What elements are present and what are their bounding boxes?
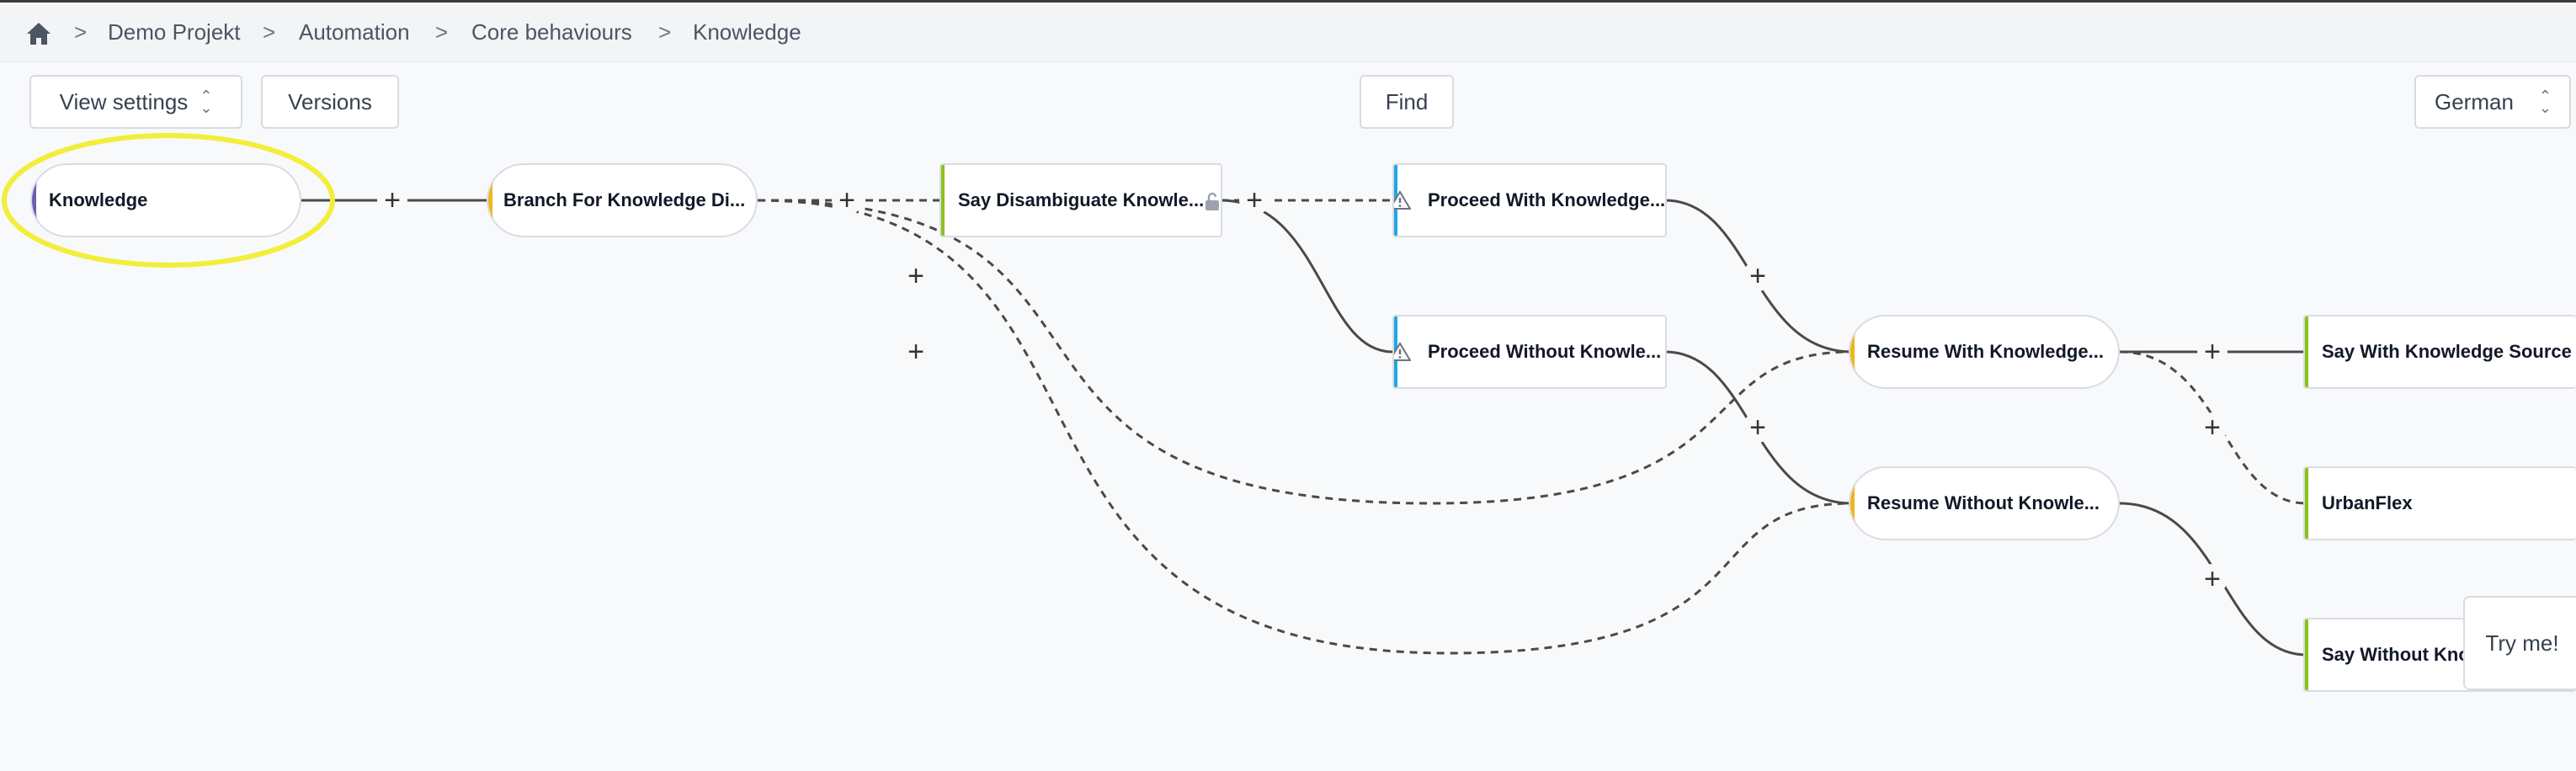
find-button[interactable]: Find (1360, 75, 1454, 129)
breadcrumb: > Demo Projekt > Automation > Core behav… (0, 3, 2576, 62)
try-me-button[interactable]: Try me! (2463, 596, 2576, 690)
flow-node-proceed-with[interactable]: Proceed With Knowledge... (1392, 163, 1667, 237)
find-label: Find (1385, 88, 1429, 114)
node-accent (2305, 619, 2308, 690)
flow-node-say-with-source[interactable]: Say With Knowledge Source (2303, 315, 2576, 389)
warning-icon (1394, 342, 1411, 361)
breadcrumb-item-current: Knowledge (693, 19, 801, 45)
node-accent (2305, 468, 2308, 539)
connector-say-proceed-without (1220, 199, 1393, 354)
flow-node-urbanflex[interactable]: UrbanFlex (2303, 466, 2576, 540)
node-label: UrbanFlex (2322, 492, 2413, 513)
breadcrumb-separator: > (74, 19, 88, 45)
breadcrumb-separator: > (263, 19, 276, 45)
add-step-button[interactable]: + (1743, 412, 1773, 443)
node-accent (941, 165, 945, 236)
language-value: German (2435, 88, 2514, 114)
node-label: Resume Without Knowle... (1867, 492, 2100, 513)
node-accent (32, 165, 56, 236)
add-step-button[interactable]: + (377, 185, 407, 215)
chevron-up-down-icon: ⌃⌄ (2538, 88, 2552, 116)
flow-node-proceed-without[interactable]: Proceed Without Knowle... (1392, 315, 1667, 389)
node-label: Proceed Without Knowle... (1428, 341, 1662, 362)
language-select[interactable]: German ⌃⌄ (2414, 75, 2571, 129)
breadcrumb-item-project[interactable]: Demo Projekt (108, 19, 241, 45)
node-label: Proceed With Knowledge... (1428, 189, 1665, 210)
warning-icon (1394, 190, 1411, 210)
add-step-button[interactable]: + (2197, 412, 2227, 443)
add-step-button[interactable]: + (1743, 261, 1773, 291)
add-step-button[interactable]: + (2197, 337, 2227, 367)
node-accent (1850, 316, 1874, 387)
add-step-button[interactable]: + (901, 337, 931, 367)
flow-node-resume-without[interactable]: Resume Without Knowle... (1849, 466, 2120, 540)
connector-branch-resume-without (757, 199, 1853, 655)
breadcrumb-item-automation[interactable]: Automation (299, 19, 410, 45)
flow-node-knowledge[interactable]: Knowledge (30, 163, 301, 237)
node-label: Branch For Knowledge Di... (503, 189, 746, 210)
chevron-up-down-icon: ⌃⌄ (200, 88, 213, 116)
home-icon[interactable] (25, 21, 52, 46)
node-label: Resume With Knowledge... (1867, 341, 2104, 362)
add-step-button[interactable]: + (832, 185, 862, 215)
versions-button[interactable]: Versions (261, 75, 399, 129)
selection-highlight (2, 133, 335, 268)
versions-label: Versions (288, 88, 372, 114)
breadcrumb-separator: > (658, 19, 672, 45)
view-settings-label: View settings (59, 88, 189, 114)
flow-node-branch[interactable]: Branch For Knowledge Di... (487, 163, 758, 237)
add-step-button[interactable]: + (1239, 185, 1269, 215)
breadcrumb-item-core-behaviours[interactable]: Core behaviours (471, 19, 632, 45)
node-label: Say With Knowledge Source (2322, 341, 2572, 362)
view-settings-button[interactable]: View settings ⌃⌄ (29, 75, 242, 129)
window-top-border (0, 0, 2576, 3)
add-step-button[interactable]: + (2197, 564, 2227, 594)
unlock-icon (1206, 192, 1219, 210)
flow-node-say-disambiguate[interactable]: Say Disambiguate Knowle... (939, 163, 1222, 237)
node-accent (2305, 316, 2308, 387)
node-accent (488, 165, 512, 236)
node-accent (1850, 468, 1874, 539)
node-label: Knowledge (49, 189, 148, 210)
flow-node-resume-with[interactable]: Resume With Knowledge... (1849, 315, 2120, 389)
connector-branch-resume-with (757, 199, 1853, 505)
breadcrumb-separator: > (435, 19, 449, 45)
connector-resume-with-urbanflex (2119, 350, 2307, 505)
node-label: Say Disambiguate Knowle... (958, 189, 1205, 210)
add-step-button[interactable]: + (901, 261, 931, 291)
